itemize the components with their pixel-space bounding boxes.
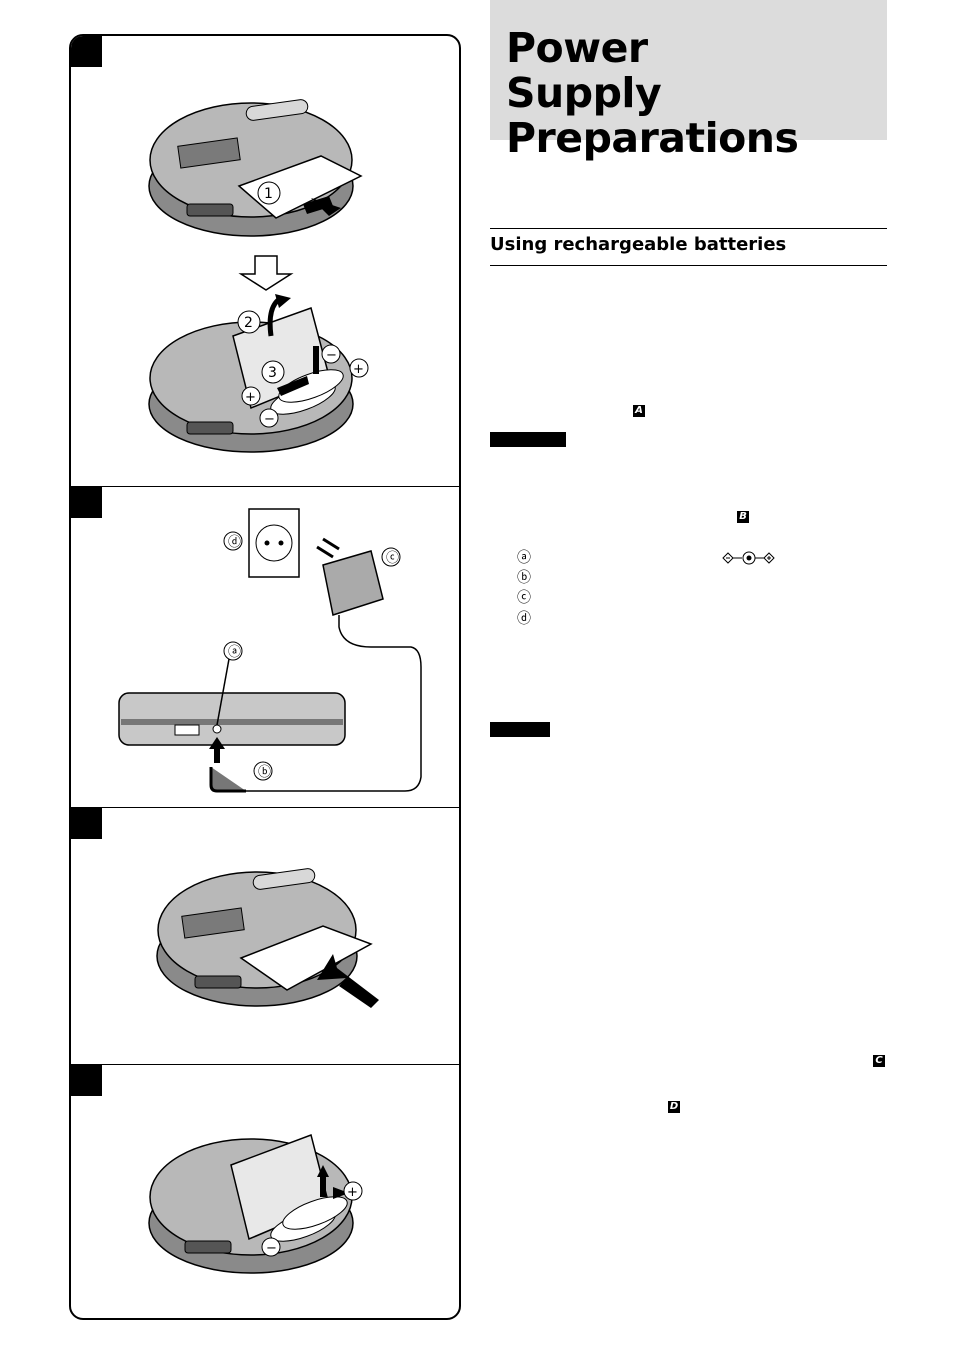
- ac-adaptor-connection-illustration: ⓓ ⓒ ⓐ ⓑ: [118, 508, 422, 793]
- section-top-rule: [490, 228, 887, 229]
- note-label-bar: [490, 722, 550, 737]
- panel-d: + −: [71, 1065, 459, 1318]
- step-2-label: 2: [244, 315, 253, 331]
- figure-ref-a: A: [633, 405, 645, 417]
- dc-polarity-icon: [722, 551, 775, 565]
- figure-ref-d: D: [668, 1101, 680, 1113]
- svg-text:−: −: [266, 1241, 277, 1256]
- battery-lid-close-illustration: [156, 868, 379, 1008]
- panel-c: [71, 808, 459, 1064]
- panel-divider: [71, 1064, 459, 1065]
- step-1-label: 1: [264, 186, 273, 202]
- panel-d-marker: [71, 1065, 102, 1096]
- panel-a: 1 2 3 + − − +: [71, 36, 459, 486]
- part-label-b: ⓑ: [517, 570, 531, 586]
- section-bottom-rule: [490, 265, 887, 266]
- battery-lid-open-illustration: 1 2 3 + − − +: [148, 99, 369, 453]
- figure-ref-c: C: [873, 1055, 885, 1067]
- svg-text:+: +: [245, 390, 256, 405]
- label-d: ⓓ: [228, 535, 241, 550]
- part-label-c: ⓒ: [517, 590, 531, 606]
- part-label-d: ⓓ: [517, 611, 531, 627]
- step-3-label: 3: [268, 365, 277, 381]
- panel-a-marker: [71, 36, 102, 67]
- section-heading: Using rechargeable batteries: [490, 234, 787, 255]
- svg-text:+: +: [347, 1185, 358, 1200]
- panel-b: ⓓ ⓒ ⓐ ⓑ: [71, 487, 459, 807]
- battery-removal-illustration: + −: [148, 1134, 363, 1274]
- label-a: ⓐ: [228, 645, 241, 660]
- svg-text:−: −: [326, 348, 337, 363]
- illustration-frame: 1 2 3 + − − +: [69, 34, 461, 1320]
- panel-b-marker: [71, 487, 102, 518]
- part-label-a: ⓐ: [517, 550, 531, 566]
- note-label-bar: [490, 432, 566, 447]
- panel-c-marker: [71, 808, 102, 839]
- svg-text:−: −: [264, 412, 275, 427]
- svg-text:+: +: [353, 362, 364, 377]
- panel-divider: [71, 807, 459, 808]
- label-c: ⓒ: [386, 551, 399, 566]
- label-b: ⓑ: [258, 765, 271, 780]
- figure-ref-b: B: [737, 511, 749, 523]
- panel-divider: [71, 486, 459, 487]
